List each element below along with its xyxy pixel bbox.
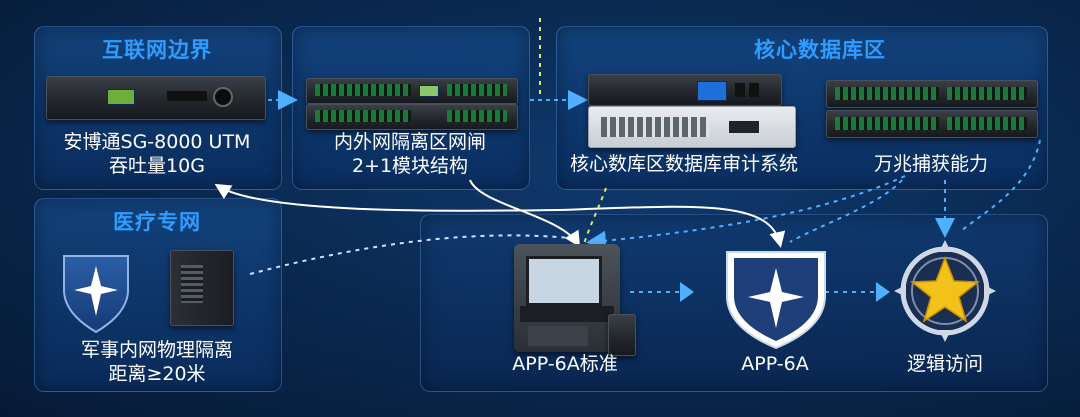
- internet-boundary-title: 互联网边界: [102, 38, 212, 62]
- core-database-title: 核心数据库区: [754, 38, 886, 62]
- ups-tower-image: [170, 250, 234, 326]
- audit-button-icon-2: [749, 83, 759, 97]
- audit-device-image-top: [588, 74, 782, 106]
- utm-device-image: [46, 76, 266, 120]
- app6a-shield-icon: [726, 251, 826, 350]
- compass-star-icon: [894, 240, 996, 342]
- audit-lcd-icon: [697, 81, 727, 101]
- audit-device-image-bottom: [588, 106, 796, 148]
- gatekeeper-ports-icon-4: [447, 110, 507, 122]
- terminal-screen-icon: [526, 256, 602, 306]
- terminal-device-image: [514, 244, 620, 352]
- utm-knob-icon: [213, 87, 233, 107]
- terminal-keyboard-icon: [520, 306, 614, 322]
- isolation-label-line1: 军事内网物理隔离: [80, 339, 233, 361]
- ups-vent-icon: [181, 265, 203, 303]
- terminal-ups-image: [608, 314, 636, 356]
- capture-label: 万兆捕获能力: [873, 153, 988, 175]
- gatekeeper-lcd-icon: [419, 85, 439, 97]
- gatekeeper-ports-icon-3: [315, 110, 411, 122]
- audit-button-icon: [735, 83, 745, 97]
- audit-label: 核心数库区数据库审计系统: [569, 153, 798, 175]
- capture-device-image-bottom: [826, 110, 1038, 138]
- isolation-label-line2: 距离≥20米: [108, 363, 206, 385]
- terminal-printer-icon: [528, 326, 588, 346]
- utm-port-icon: [167, 91, 207, 101]
- capture-ports-icon-4: [947, 117, 1027, 130]
- gatekeeper-label-line2: 2+1模块结构: [351, 155, 469, 177]
- capture-device-image-top: [826, 80, 1038, 108]
- app-standard-label: APP-6A标准: [512, 353, 618, 375]
- capture-ports-icon-3: [835, 117, 939, 130]
- app6a-label: APP-6A: [741, 353, 809, 375]
- logical-access-label: 逻辑访问: [906, 353, 983, 375]
- medical-network-title: 医疗专网: [113, 210, 201, 234]
- gatekeeper-ports-icon: [315, 84, 411, 96]
- audit-ports-icon: [601, 117, 709, 137]
- gatekeeper-device-image-bottom: [306, 104, 518, 130]
- utm-label-line2: 吞吐量10G: [109, 155, 205, 177]
- gatekeeper-device-image-top: [306, 78, 518, 104]
- shield-star-icon: [63, 255, 129, 334]
- gatekeeper-label-line1: 内外网隔离区网闸: [333, 131, 486, 153]
- capture-ports-icon-2: [947, 87, 1027, 100]
- utm-label-line1: 安博通SG-8000 UTM: [63, 131, 251, 153]
- capture-ports-icon: [835, 87, 939, 100]
- audit-slot-icon: [729, 121, 759, 133]
- utm-lcd-icon: [107, 89, 135, 105]
- gatekeeper-ports-icon-2: [447, 84, 507, 96]
